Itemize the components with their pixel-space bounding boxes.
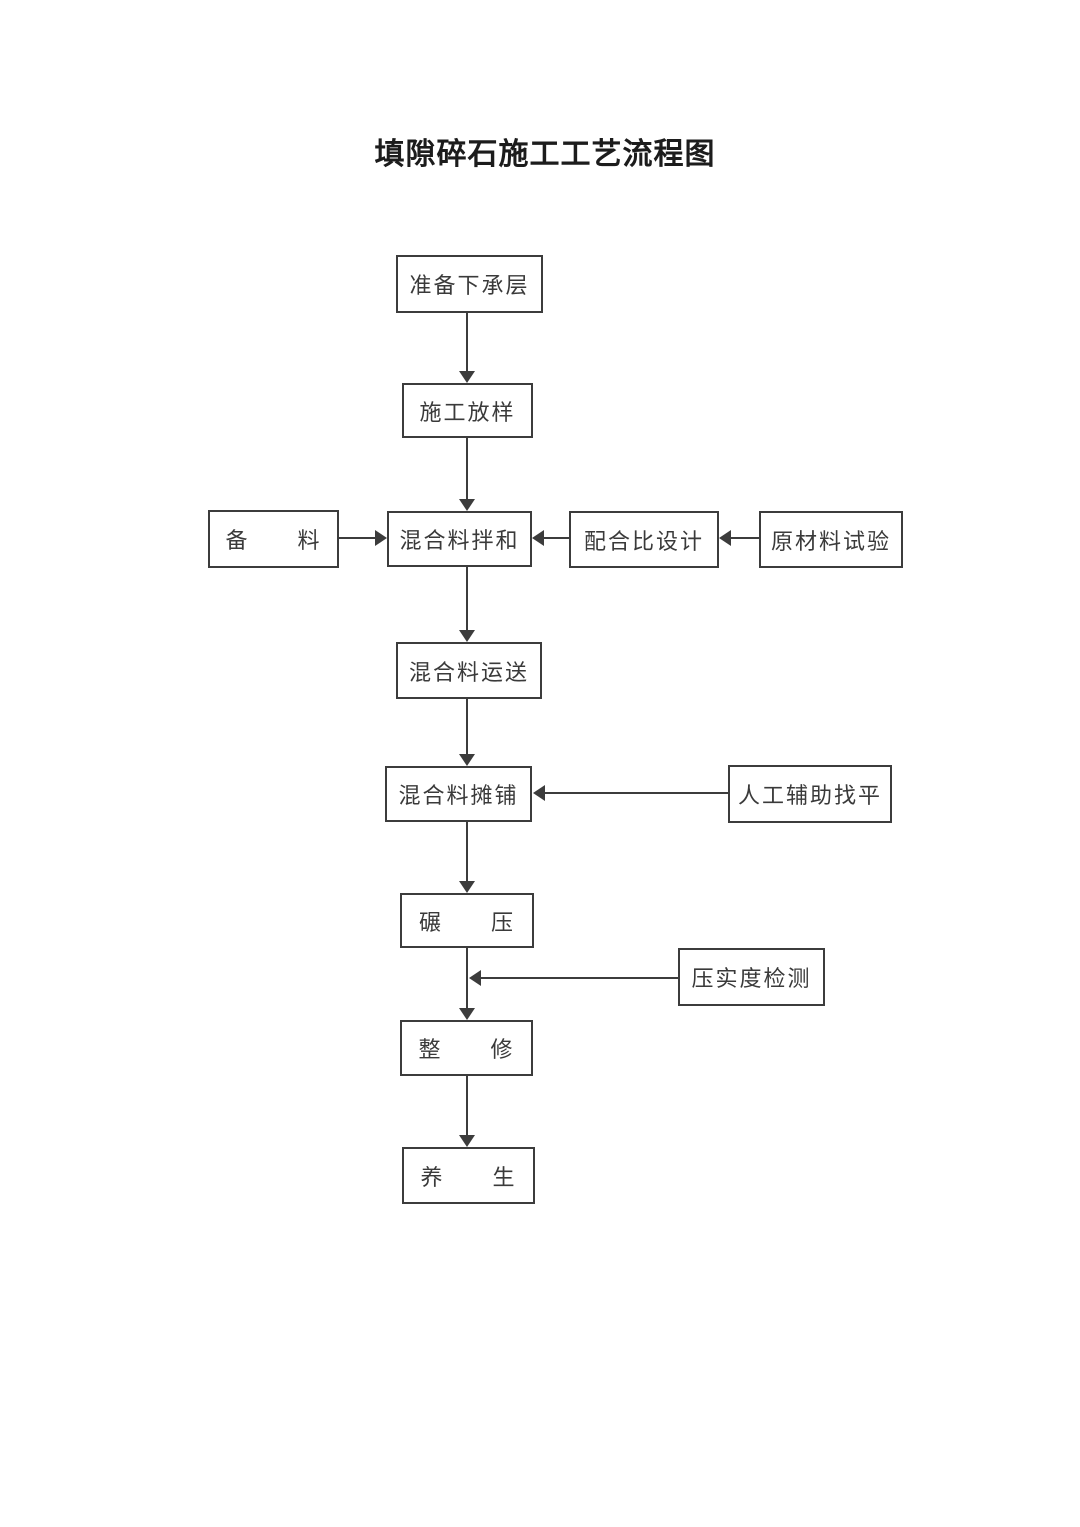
node-manual-leveling: 人工辅助找平	[728, 765, 892, 823]
node-mixture-transport: 混合料运送	[396, 642, 542, 699]
arrowhead-down-icon	[459, 754, 475, 766]
arrowhead-left-icon	[469, 970, 481, 986]
arrowhead-down-icon	[459, 499, 475, 511]
arrowhead-down-icon	[459, 630, 475, 642]
node-rolling: 碾 压	[400, 893, 534, 948]
node-raw-material-test: 原材料试验	[759, 511, 903, 568]
arrowhead-left-icon	[533, 785, 545, 801]
node-mixture-paving: 混合料摊铺	[385, 766, 532, 822]
node-curing: 养 生	[402, 1147, 535, 1204]
arrowhead-down-icon	[459, 371, 475, 383]
node-mix-ratio-design: 配合比设计	[569, 511, 719, 568]
node-mixture-mixing: 混合料拌和	[387, 511, 532, 567]
arrowhead-down-icon	[459, 1008, 475, 1020]
node-construction-layout: 施工放样	[402, 383, 533, 438]
node-material-preparation: 备 料	[208, 510, 339, 568]
node-prepare-subbase: 准备下承层	[396, 255, 543, 313]
arrowhead-down-icon	[459, 1135, 475, 1147]
node-trimming: 整 修	[400, 1020, 533, 1076]
page-title: 填隙碎石施工工艺流程图	[374, 137, 716, 172]
arrowhead-down-icon	[459, 881, 475, 893]
arrowhead-left-icon	[532, 530, 544, 546]
arrowhead-right-icon	[375, 530, 387, 546]
arrowhead-left-icon	[719, 530, 731, 546]
node-compaction-test: 压实度检测	[678, 948, 825, 1006]
